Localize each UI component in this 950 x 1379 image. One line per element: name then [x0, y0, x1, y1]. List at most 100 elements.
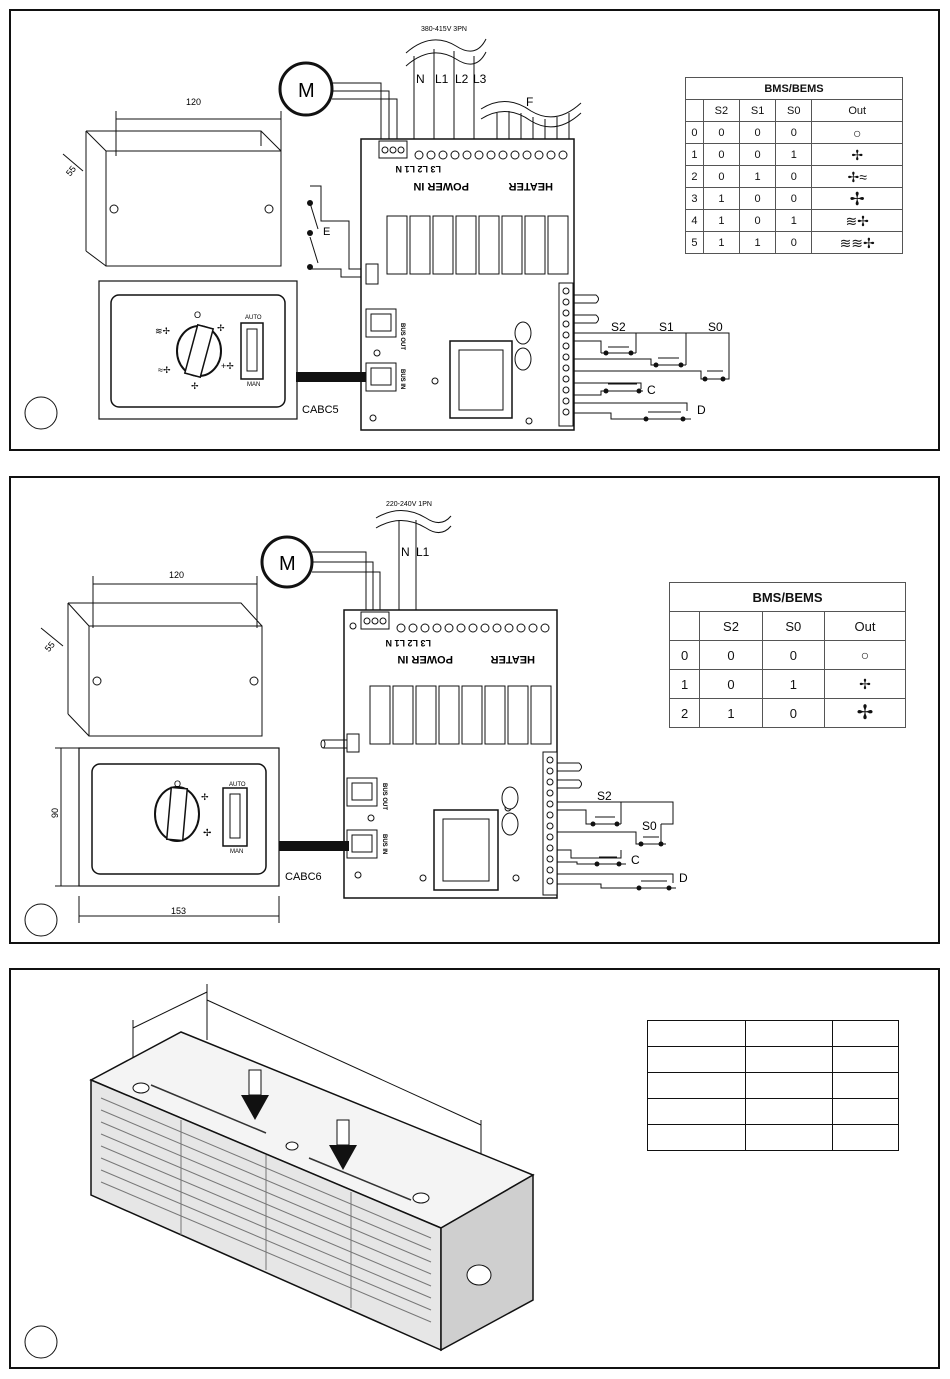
table-row	[647, 1046, 899, 1073]
unit-mounting-illustration	[24, 984, 535, 1359]
board-heater: HEATER	[509, 180, 553, 192]
dial-fan-high: +✢	[221, 361, 234, 371]
switch-c: C	[631, 853, 640, 867]
wiring-panel-1-phase: 220-240V 1PN N L1 M L3 L2 L1 N POWER IN …	[9, 476, 940, 944]
phase-n: N	[401, 545, 410, 559]
board-heater: HEATER	[491, 653, 535, 665]
board-terminals: L3 L2 L1 N	[385, 638, 431, 648]
bms-header-s0: S0	[775, 99, 813, 122]
table-row	[647, 1020, 899, 1047]
table-row	[647, 1072, 899, 1099]
switch-s2: S2	[597, 789, 612, 803]
phase-l1: L1	[416, 545, 430, 559]
switch-d: D	[679, 871, 688, 885]
fan-low-icon: ✢	[811, 143, 903, 166]
fan-heat-low-icon: ✢≈	[811, 165, 903, 188]
bus-cable	[279, 841, 349, 851]
dial-fan-high: ✢	[203, 828, 211, 839]
bms-header-s2: S2	[702, 99, 741, 122]
mounting-panel	[9, 968, 940, 1369]
box-depth: 55	[43, 640, 57, 654]
board-terminals: L3 L2 L1 N	[395, 164, 441, 174]
fan-low-icon: ✢	[823, 669, 907, 699]
supply-label: 380-415V 3PN	[421, 26, 467, 33]
wiring-diagram-1-phase: 220-240V 1PN N L1 M L3 L2 L1 N POWER IN …	[24, 501, 688, 937]
switch-auto: AUTO	[245, 315, 262, 321]
switch-s0: S0	[642, 819, 657, 833]
dial-fan-low: ✢	[201, 792, 209, 802]
switch-s0: S0	[708, 320, 723, 334]
phase-l3: L3	[473, 72, 487, 86]
dial-off: O	[174, 779, 181, 789]
switch-s1: S1	[659, 320, 674, 334]
plate-width: 153	[171, 906, 186, 916]
motor-label: M	[298, 80, 315, 102]
figure-number-circle	[24, 396, 58, 430]
terminal-block-top	[396, 623, 550, 633]
fan-high-icon: ✢	[811, 187, 903, 210]
box-depth: 55	[64, 164, 78, 178]
wall-box-3d	[62, 111, 282, 267]
dial-half-heat: ≈✢	[158, 365, 171, 375]
off-icon: ○	[823, 640, 907, 670]
box-width: 120	[186, 97, 201, 107]
board-power-in: POWER IN	[413, 180, 469, 192]
fan-high-full-heat-icon: ≋≋✢	[811, 231, 903, 254]
bus-in-label: BUS IN	[381, 834, 387, 854]
bms-table-title: BMS/BEMS	[669, 582, 906, 612]
table-row	[647, 1098, 899, 1125]
mounting-arrow-left	[241, 1069, 269, 1120]
bus-out-label: BUS OUT	[381, 783, 387, 810]
bms-header-s0: S0	[761, 611, 825, 641]
fuse-label: F	[526, 95, 533, 109]
box-width: 120	[169, 570, 184, 580]
off-icon: ○	[811, 121, 903, 144]
motor-symbol	[278, 61, 334, 117]
fan-high-heat-icon: ≋✢	[811, 209, 903, 232]
plate-height: 90	[50, 808, 60, 818]
phase-l2: L2	[455, 72, 469, 86]
bms-header-blank	[685, 99, 704, 122]
switch-man: MAN	[230, 849, 243, 855]
bms-header-s2: S2	[699, 611, 763, 641]
relays	[386, 215, 569, 275]
terminal-block-top	[414, 150, 568, 160]
bms-header-out: Out	[811, 99, 903, 122]
phase-l1: L1	[435, 72, 449, 86]
controller-label: CABC5	[302, 404, 339, 416]
wiring-diagram-3-phase: 380-415V 3PN N L1 L2 L3 F M	[24, 26, 730, 431]
bms-header-s1: S1	[738, 99, 777, 122]
dial-off: O	[194, 310, 201, 320]
mounting-arrow-right	[329, 1119, 357, 1170]
bms-header-blank	[668, 611, 701, 641]
dial-fan-low: ✢	[217, 323, 225, 333]
fan-high-icon: ✢	[823, 698, 907, 728]
switch-auto: AUTO	[229, 782, 246, 788]
bus-in-label: BUS IN	[399, 369, 405, 389]
dial-full-heat: ≋✢	[155, 326, 171, 336]
dial-fan-mid: ✢	[191, 381, 199, 391]
board-power-in: POWER IN	[397, 653, 453, 665]
figure-number-circle	[24, 903, 58, 937]
switch-c: C	[647, 383, 656, 397]
heater-unit-body	[89, 1031, 535, 1352]
switch-s2: S2	[611, 320, 626, 334]
wall-box-3d	[40, 576, 263, 737]
thermostat-label: E	[323, 226, 330, 238]
controller-label: CABC6	[285, 871, 322, 883]
figure-number-circle	[24, 1325, 58, 1359]
bms-table-title: BMS/BEMS	[685, 77, 903, 100]
switch-man: MAN	[247, 382, 260, 388]
bus-out-label: BUS OUT	[399, 323, 405, 350]
